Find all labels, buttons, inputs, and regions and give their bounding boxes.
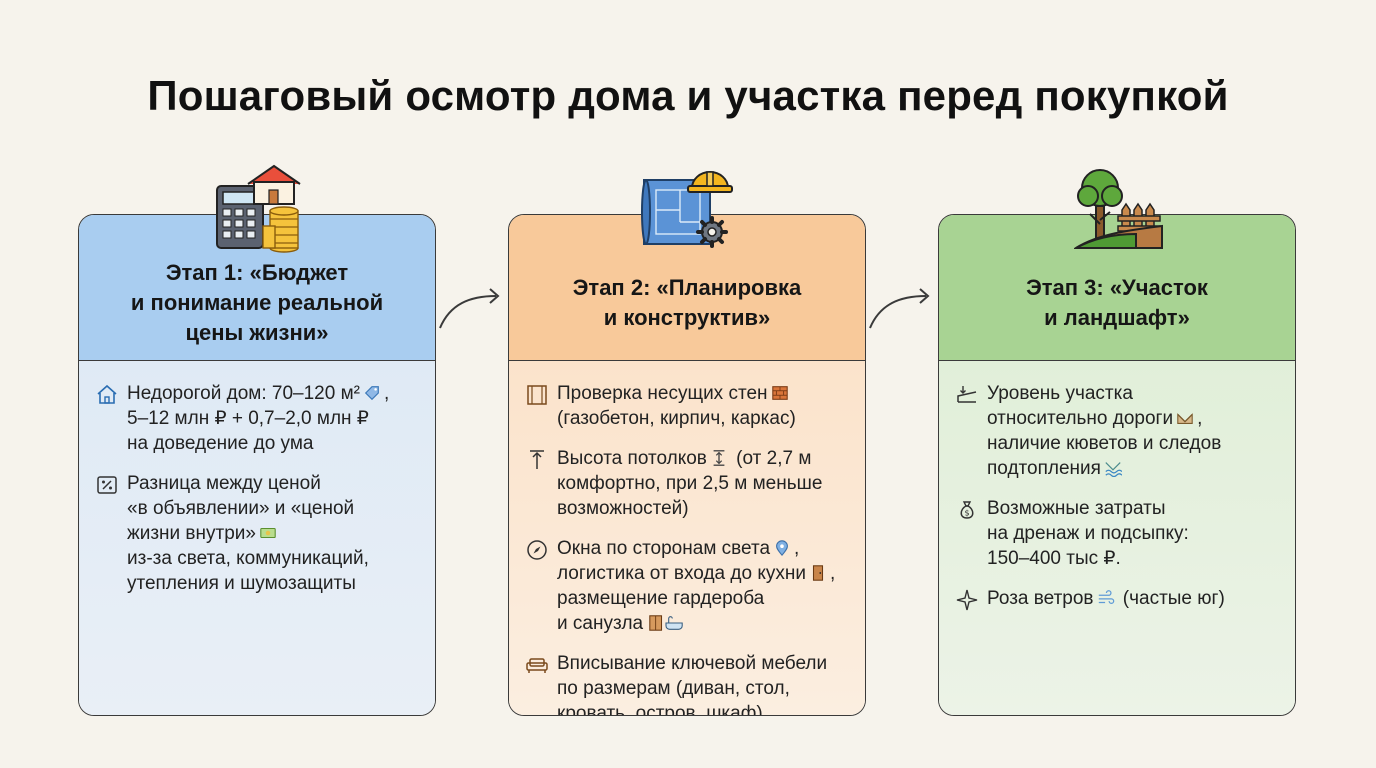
stage-1-title: Этап 1: «Бюджет и понимание реальной цен… <box>130 259 384 345</box>
money-bag-icon: $ <box>960 501 974 519</box>
stage-3-title: Этап 3: «Участок и ландшафт» <box>1026 274 1208 330</box>
stage-3-card: Этап 3: «Участок и ландшафт» Уровень уча… <box>938 214 1296 716</box>
location-pin-icon <box>776 540 788 557</box>
tree-fence-hill-icon <box>1074 169 1163 249</box>
wardrobe-bathtub-icon <box>649 615 683 631</box>
percent-icon <box>97 476 117 494</box>
item-text: Уровень участка относительно дороги <box>987 383 1174 429</box>
blueprint-hardhat-gear-icon <box>641 171 733 248</box>
height-arrow-icon <box>530 450 544 469</box>
list-item: Уровень участка относительно дороги, нал… <box>955 381 1277 481</box>
item-text-after: (частые юг) <box>1117 588 1225 609</box>
wall-frame-icon <box>527 385 547 405</box>
compass-icon <box>527 540 547 560</box>
list-item: Высота потолков (от 2,7 м комфортно, при… <box>525 446 847 521</box>
list-item: Недорогой дом: 70–120 м², 5–12 млн ₽ + 0… <box>95 381 417 456</box>
stage-2-card: Этап 2: «Планировка и конструктив» Прове… <box>508 214 866 716</box>
flow-arrow-1-to-2 <box>439 288 500 329</box>
list-item: Проверка несущих стен (газобетон, кирпич… <box>525 381 847 431</box>
item-text: Возможные затраты на дренаж и подсыпку: … <box>987 498 1189 569</box>
flow-arrow-2-to-3 <box>869 288 930 329</box>
compass-star-icon <box>956 589 978 611</box>
level-slope-icon <box>957 386 977 403</box>
page-title: Пошаговый осмотр дома и участка перед по… <box>147 72 1229 119</box>
list-item: Вписывание ключевой мебели по размерам (… <box>525 651 847 716</box>
ceiling-height-icon <box>713 450 725 466</box>
ditch-icon <box>1177 413 1193 424</box>
item-text-after: , логистика от входа до кухни <box>557 538 806 584</box>
list-item: $ Возможные затраты на дренаж и подсыпку… <box>955 496 1277 571</box>
item-text-after2: , размещение гардероба и санузла <box>557 563 836 634</box>
item-text-after: , наличие кюветов и следов подтопления <box>987 408 1222 479</box>
stage-2-body: Проверка несущих стен (газобетон, кирпич… <box>509 361 865 715</box>
list-item: Роза ветров (частые юг) <box>955 586 1277 612</box>
item-text-after: (газобетон, кирпич, каркас) <box>557 408 796 429</box>
stage-3-body: Уровень участка относительно дороги, нал… <box>939 361 1295 715</box>
wind-icon <box>1098 590 1114 605</box>
item-text: Роза ветров <box>987 588 1094 609</box>
svg-text:$: $ <box>964 509 969 518</box>
stage-2-header: Этап 2: «Планировка и конструктив» <box>509 215 865 361</box>
stage-1-card: Этап 1: «Бюджет и понимание реальной цен… <box>78 214 436 716</box>
item-text: Высота потолков <box>557 448 707 469</box>
item-text: Вписывание ключевой мебели по размерам (… <box>557 653 828 716</box>
price-tag-icon <box>364 386 379 401</box>
item-text-after: , 5–12 млн ₽ + 0,7–2,0 млн ₽ на доведени… <box>127 383 390 454</box>
brick-icon <box>771 386 788 400</box>
door-icon <box>812 565 824 581</box>
stage-1-body: Недорогой дом: 70–120 м², 5–12 млн ₽ + 0… <box>79 361 435 715</box>
stage-2-title: Этап 2: «Планировка и конструктив» <box>572 274 802 330</box>
banknote-icon <box>260 527 276 539</box>
item-text: Разница между ценой «в объявлении» и «це… <box>127 473 355 544</box>
item-text: Проверка несущих стен <box>557 383 768 404</box>
item-text: Недорогой дом: 70–120 м² <box>127 383 360 404</box>
water-waves-icon <box>1105 462 1122 477</box>
item-text-after: из-за света, коммуникаций, утепления и ш… <box>127 548 369 594</box>
house-icon <box>97 384 117 404</box>
sofa-icon <box>526 658 548 673</box>
list-item: Окна по сторонам света, логистика от вхо… <box>525 536 847 636</box>
list-item: Разница между ценой «в объявлении» и «це… <box>95 471 417 596</box>
calculator-house-coins-icon <box>216 164 301 253</box>
item-text-after: (от 2,7 м комфортно, при 2,5 м меньше во… <box>557 448 823 519</box>
item-text: Окна по сторонам света <box>557 538 771 559</box>
